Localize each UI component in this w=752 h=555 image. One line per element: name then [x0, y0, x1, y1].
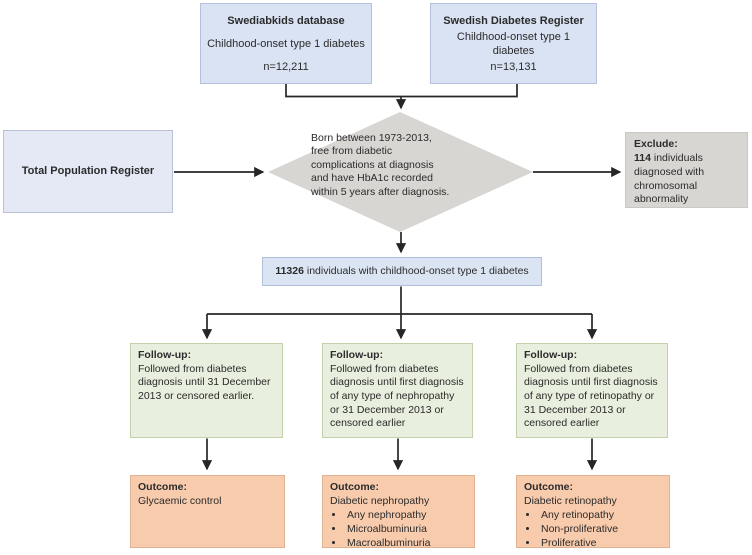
followup-text: Followed from diabetes diagnosis until f… — [524, 362, 658, 430]
cohort-statement: 11326 individuals with childhood-onset t… — [275, 264, 529, 277]
outcome-label: Outcome: — [524, 481, 574, 493]
register-label: Total Population Register — [21, 165, 155, 178]
final-cohort-box: 11326 individuals with childhood-onset t… — [262, 257, 542, 286]
outcome-bullet: Non-proliferative — [539, 523, 662, 537]
source-population: Childhood-onset type 1 diabetes — [456, 30, 571, 57]
followup-box-nephropathy: Follow-up: Followed from diabetes diagno… — [322, 343, 473, 438]
outcome-bullet: Macroalbuminuria — [345, 537, 467, 551]
followup-label: Follow-up: — [138, 349, 192, 361]
followup-label: Follow-up: — [524, 349, 578, 361]
diabetes-register-source-box: Swedish Diabetes Register Childhood-onse… — [430, 3, 597, 84]
source-population: Childhood-onset type 1 diabetes — [207, 37, 365, 50]
source-title: Swediabkids database — [227, 15, 345, 27]
source-count: n=13,131 — [490, 60, 537, 73]
exclusion-count: 114 — [634, 151, 651, 164]
exclusion-label: Exclude: — [634, 138, 678, 150]
swediabkids-source-box: Swediabkids database Childhood-onset typ… — [200, 3, 372, 84]
connector-sources-merge — [285, 84, 518, 98]
source-count: n=12,211 — [263, 60, 309, 73]
outcome-box-retinopathy: Outcome: Diabetic retinopathy Any retino… — [516, 475, 670, 550]
decision-criteria-text: Born between 1973-2013, free from diabet… — [311, 132, 450, 198]
total-population-register-box: Total Population Register — [3, 130, 173, 213]
outcome-bullet: Microalbuminuria — [345, 523, 467, 537]
outcome-text: Glycaemic control — [138, 494, 222, 507]
outcome-bullet: Proliferative — [539, 537, 662, 551]
outcome-box-glycaemic: Outcome: Glycaemic control — [130, 475, 285, 548]
outcome-bullet: Any nephropathy — [345, 509, 467, 523]
cohort-count: 11326 — [275, 264, 304, 277]
outcome-label: Outcome: — [138, 481, 188, 493]
outcome-text: Diabetic retinopathy — [524, 494, 617, 507]
outcome-bullet-list: Any nephropathyMicroalbuminuriaMacroalbu… — [330, 509, 467, 550]
outcome-label: Outcome: — [330, 481, 380, 493]
followup-box-glycaemic: Follow-up: Followed from diabetes diagno… — [130, 343, 283, 438]
outcome-text: Diabetic nephropathy — [330, 494, 430, 507]
outcome-box-nephropathy: Outcome: Diabetic nephropathy Any nephro… — [322, 475, 475, 550]
followup-text: Followed from diabetes diagnosis until 3… — [138, 362, 271, 402]
decision-diamond — [268, 112, 533, 232]
outcome-bullet: Any retinopathy — [539, 509, 662, 523]
followup-box-retinopathy: Follow-up: Followed from diabetes diagno… — [516, 343, 668, 438]
source-title: Swedish Diabetes Register — [443, 15, 584, 27]
exclusion-box: Exclude: 114 individuals diagnosed with … — [625, 132, 748, 208]
followup-text: Followed from diabetes diagnosis until f… — [330, 362, 464, 430]
outcome-bullet-list: Any retinopathyNon-proliferativeProlifer… — [524, 509, 662, 550]
followup-label: Follow-up: — [330, 349, 384, 361]
exclusion-detail: 114 individuals diagnosed with chromosom… — [634, 151, 705, 206]
